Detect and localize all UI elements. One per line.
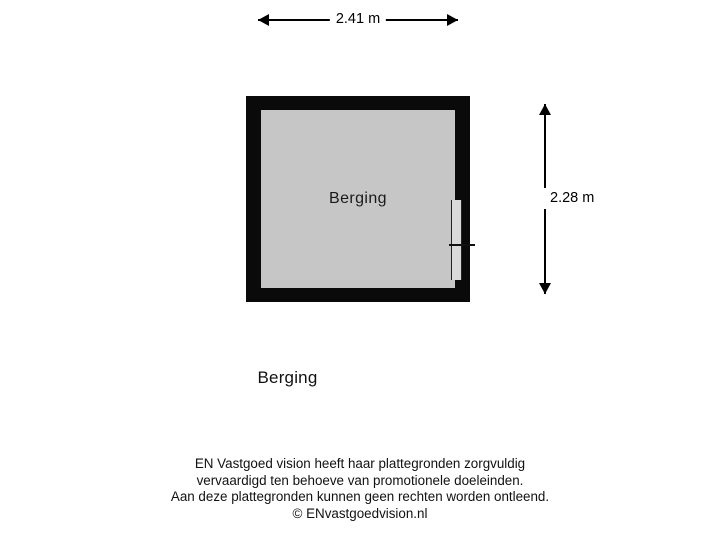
arrow-left-icon xyxy=(258,13,269,26)
width-dimension-label: 2.41 m xyxy=(329,9,387,30)
disclaimer-line-4: © ENvastgoedvision.nl xyxy=(292,505,428,521)
height-dimension-label: 2.28 m xyxy=(518,188,660,209)
disclaimer-line-3: Aan deze plattegronden kunnen geen recht… xyxy=(170,489,550,504)
width-dimension: 2.41 m xyxy=(258,9,458,31)
arrow-down-icon xyxy=(538,283,551,294)
disclaimer-line-2: vervaardigd ten behoeve van promotionele… xyxy=(196,472,524,488)
floorplan-walls: Berging xyxy=(246,96,475,302)
room-berging: Berging xyxy=(261,110,455,288)
door-marker-icon xyxy=(449,244,475,246)
disclaimer: EN Vastgoed vision heeft haar plattegron… xyxy=(0,456,720,522)
room-label: Berging xyxy=(329,190,387,207)
page-title: Berging xyxy=(257,368,318,387)
door-icon xyxy=(451,200,462,280)
disclaimer-line-1: EN Vastgoed vision heeft haar plattegron… xyxy=(194,456,526,471)
arrow-up-icon xyxy=(538,104,551,115)
arrow-right-icon xyxy=(447,13,458,26)
